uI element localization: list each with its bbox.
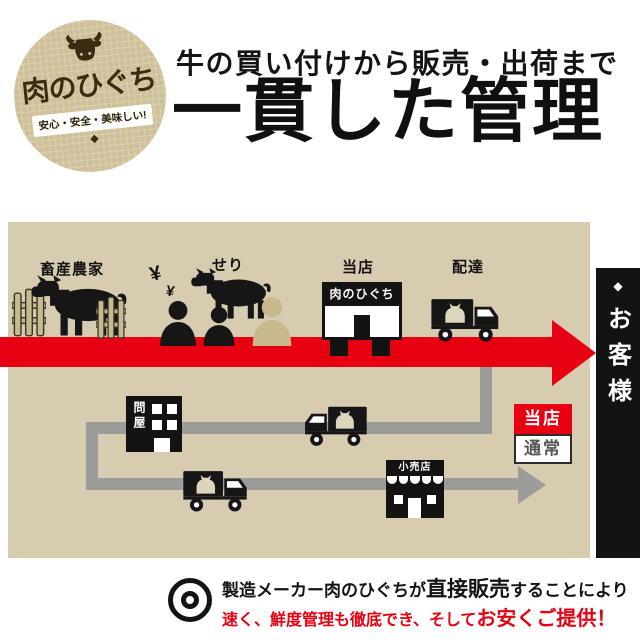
shop-building: 肉のひぐち	[322, 282, 402, 340]
legend-direct: 当店	[514, 404, 572, 434]
route-normal-arrowhead	[518, 466, 546, 504]
stage-label-shop: 当店	[341, 259, 374, 276]
diamond-icon: ◆	[89, 132, 100, 146]
footer-line1-post: することにより	[510, 581, 629, 600]
shop-storefront	[322, 306, 402, 340]
wholesaler-window	[167, 404, 177, 414]
shop-sign: 肉のひぐち	[322, 282, 402, 306]
diamond-icon: ◆	[613, 279, 623, 293]
fence-icon	[96, 296, 126, 339]
header-title: 一貫した管理	[172, 69, 604, 152]
flow-diagram-panel	[8, 222, 590, 558]
retail-storefront	[386, 485, 444, 518]
brand-logo: 肉のひぐち 安心・安全・美味しい! ◆	[6, 12, 174, 180]
customer-banner: ◆ お客様	[596, 268, 640, 558]
route-direct-arrowhead	[552, 320, 596, 386]
retail-building: 小売店	[386, 460, 444, 518]
footer-line1-pre: 製造メーカー肉のひぐちが	[222, 581, 426, 600]
route-normal-segment	[480, 367, 492, 431]
retail-sign: 小売店	[386, 460, 444, 476]
person-icon	[160, 301, 196, 346]
delivery-truck-icon	[431, 299, 499, 342]
footer-line2-pre: 速く、鮮度管理も徹底でき、そして	[222, 612, 477, 629]
wholesaler-window	[152, 404, 162, 414]
route-normal-segment	[86, 478, 518, 490]
footer-line-1: 製造メーカー肉のひぐちが直接販売することにより	[222, 576, 636, 605]
person-icon	[203, 306, 235, 346]
wholesaler-window	[167, 420, 177, 430]
delivery-truck-icon	[305, 406, 367, 446]
retail-awning-icon	[386, 476, 444, 485]
shop-foot	[372, 340, 390, 356]
header-subtitle: 牛の買い付けから販売・出荷まで	[176, 47, 619, 80]
stage-label-auction: せり	[211, 257, 244, 274]
retail-window	[427, 495, 437, 504]
shop-door	[354, 315, 370, 337]
route-normal-segment	[86, 422, 98, 484]
wholesaler-window	[152, 420, 162, 430]
retail-window	[393, 495, 403, 504]
footer-line1-emphasis: 直接販売	[426, 578, 510, 601]
brand-logo-circle: 肉のひぐち 安心・安全・美味しい! ◆	[6, 12, 174, 180]
delivery-truck-icon	[183, 471, 247, 512]
wholesaler-sign: 問屋	[132, 401, 146, 431]
wholesaler-building: 問屋	[126, 396, 182, 452]
footer-line-2: 速く、鮮度管理も徹底でき、そしてお安くご提供！	[222, 605, 636, 635]
stage-label-delivery: 配達	[451, 259, 484, 276]
legend-normal: 通常	[514, 434, 572, 464]
footer-line2-emphasis: お安くご提供！	[476, 608, 617, 630]
double-circle-icon	[168, 578, 212, 622]
customer-label: お客様	[603, 306, 633, 414]
wholesaler-door	[154, 438, 170, 452]
route-normal-segment	[86, 422, 492, 434]
retail-door	[408, 498, 422, 518]
cow-head-icon	[65, 31, 104, 63]
footer-text: 製造メーカー肉のひぐちが直接販売することにより 速く、鮮度管理も徹底でき、そして…	[222, 576, 636, 635]
brand-name: 肉のひぐち	[20, 62, 158, 110]
person-icon	[252, 297, 292, 346]
shop-foot	[330, 340, 348, 356]
stage-label-farm: 畜産農家	[39, 261, 104, 278]
